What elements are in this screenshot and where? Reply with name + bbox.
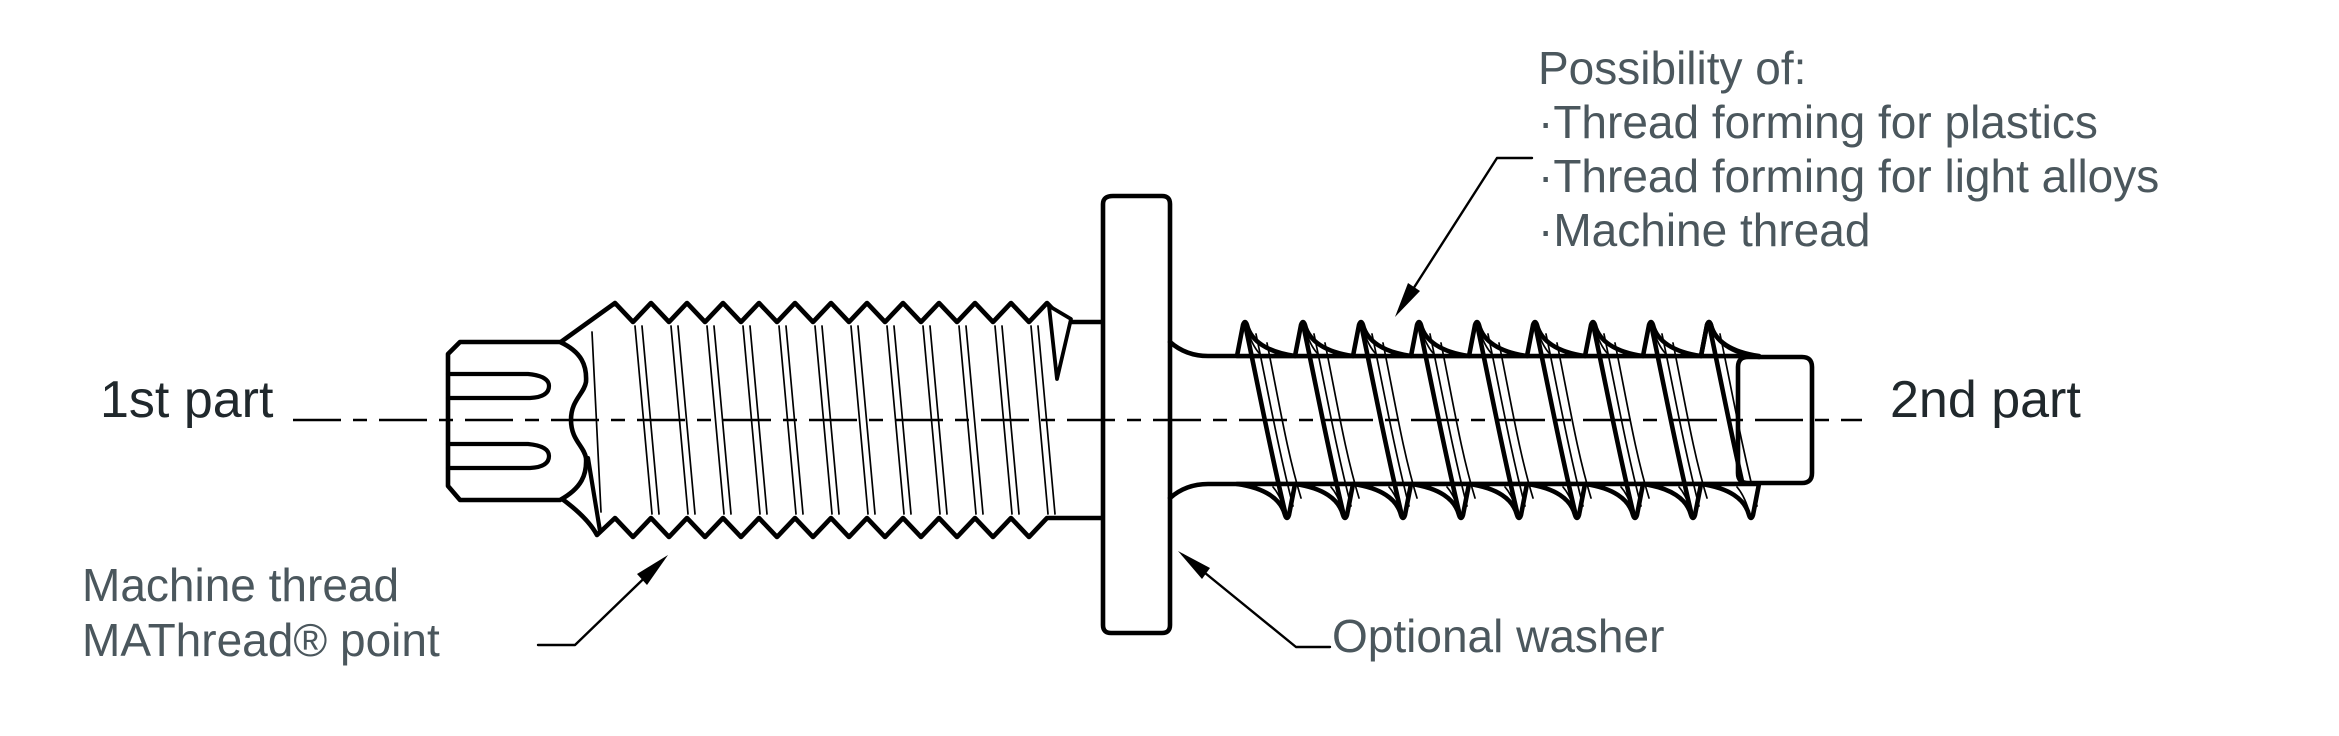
- second-part-label: 2nd part: [1890, 371, 2081, 429]
- optional-washer-drawing: [1100, 193, 1173, 636]
- possibility-item-plastics: ·Thread forming for plastics: [1538, 96, 2098, 148]
- machine-thread-annotation-line1: Machine thread: [82, 559, 400, 611]
- possibility-annotation: Possibility of: ·Thread forming for plas…: [1538, 41, 2159, 257]
- first-part-label: 1st part: [100, 371, 274, 429]
- mathread-point-annotation-line2: MAThread® point: [82, 614, 440, 666]
- leader-mathread-point: [536, 555, 668, 647]
- possibility-title: Possibility of:: [1538, 42, 1807, 94]
- machine-thread-drawing: [555, 300, 1108, 540]
- possibility-item-machine-thread: ·Machine thread: [1538, 204, 1871, 256]
- thread-forming-drawing: [1167, 319, 1815, 521]
- possibility-item-light-alloys: ·Thread forming for light alloys: [1538, 150, 2160, 202]
- optional-washer-annotation: Optional washer: [1332, 610, 1665, 662]
- leader-optional-washer: [1178, 551, 1332, 649]
- machine-thread-annotation: Machine thread MAThread® point: [82, 558, 440, 668]
- leader-possibility: [1395, 156, 1534, 317]
